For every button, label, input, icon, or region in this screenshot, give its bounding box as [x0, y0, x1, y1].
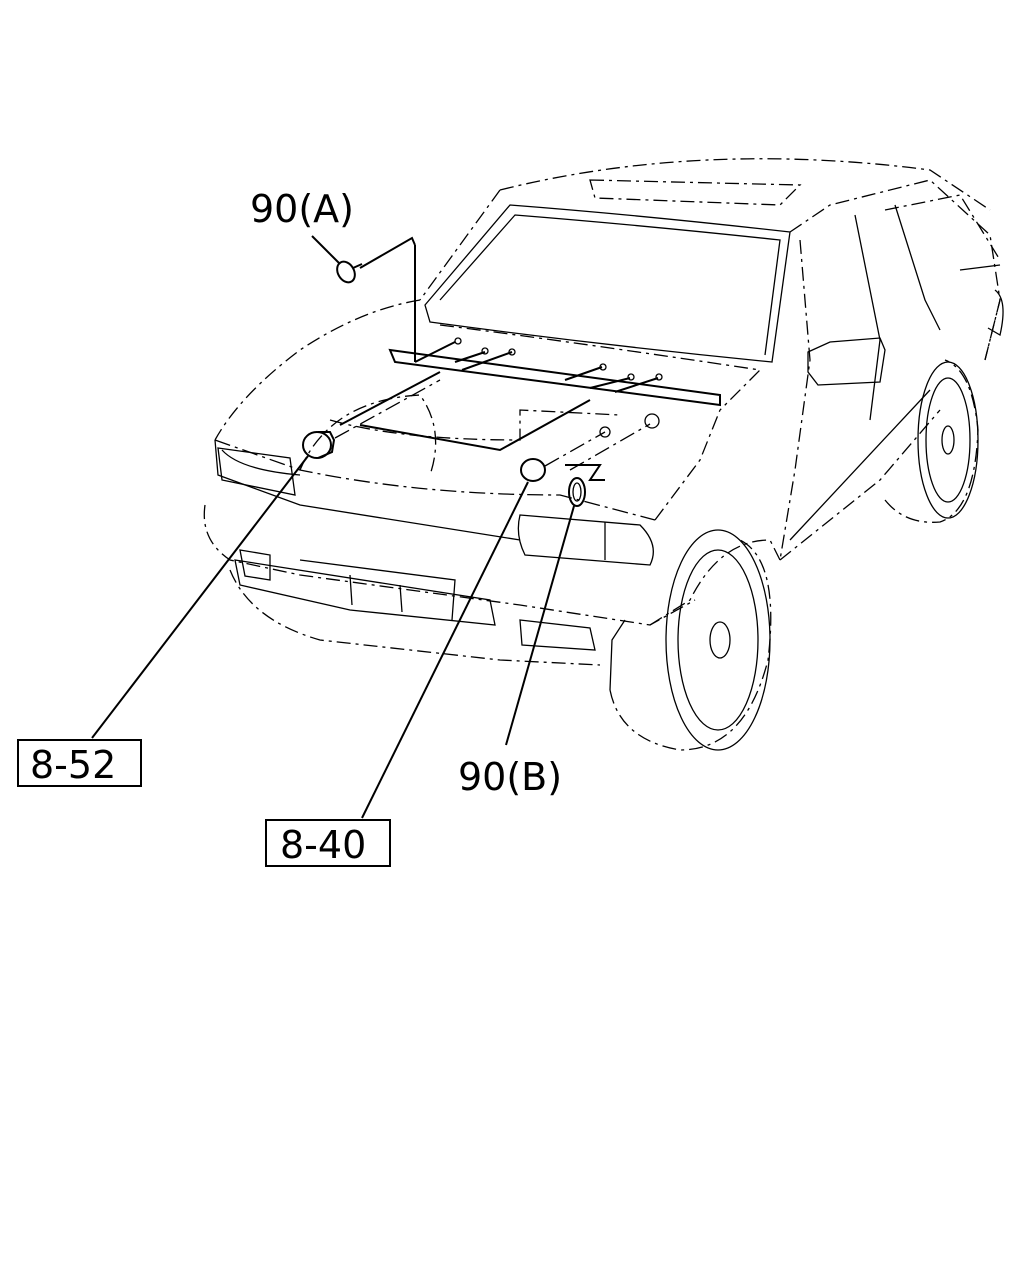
- callout-box-840: [265, 819, 391, 867]
- callout-clip-b: 90(B): [458, 755, 562, 799]
- callout-bolt-a: 90(A): [250, 187, 354, 231]
- bolt-a-part: [311, 235, 416, 284]
- grommet-852-part: [302, 371, 591, 459]
- callout-ref-852: 8-52: [30, 743, 116, 787]
- vehicle-outline: [203, 158, 1004, 751]
- callout-box-852: [17, 739, 142, 787]
- callout-ref-840: 8-40: [280, 823, 366, 867]
- cowl-trim-assembly: [388, 245, 721, 407]
- cap-840-part: [520, 413, 660, 482]
- leader-lines: [91, 455, 575, 819]
- clip-b-part: [565, 464, 605, 507]
